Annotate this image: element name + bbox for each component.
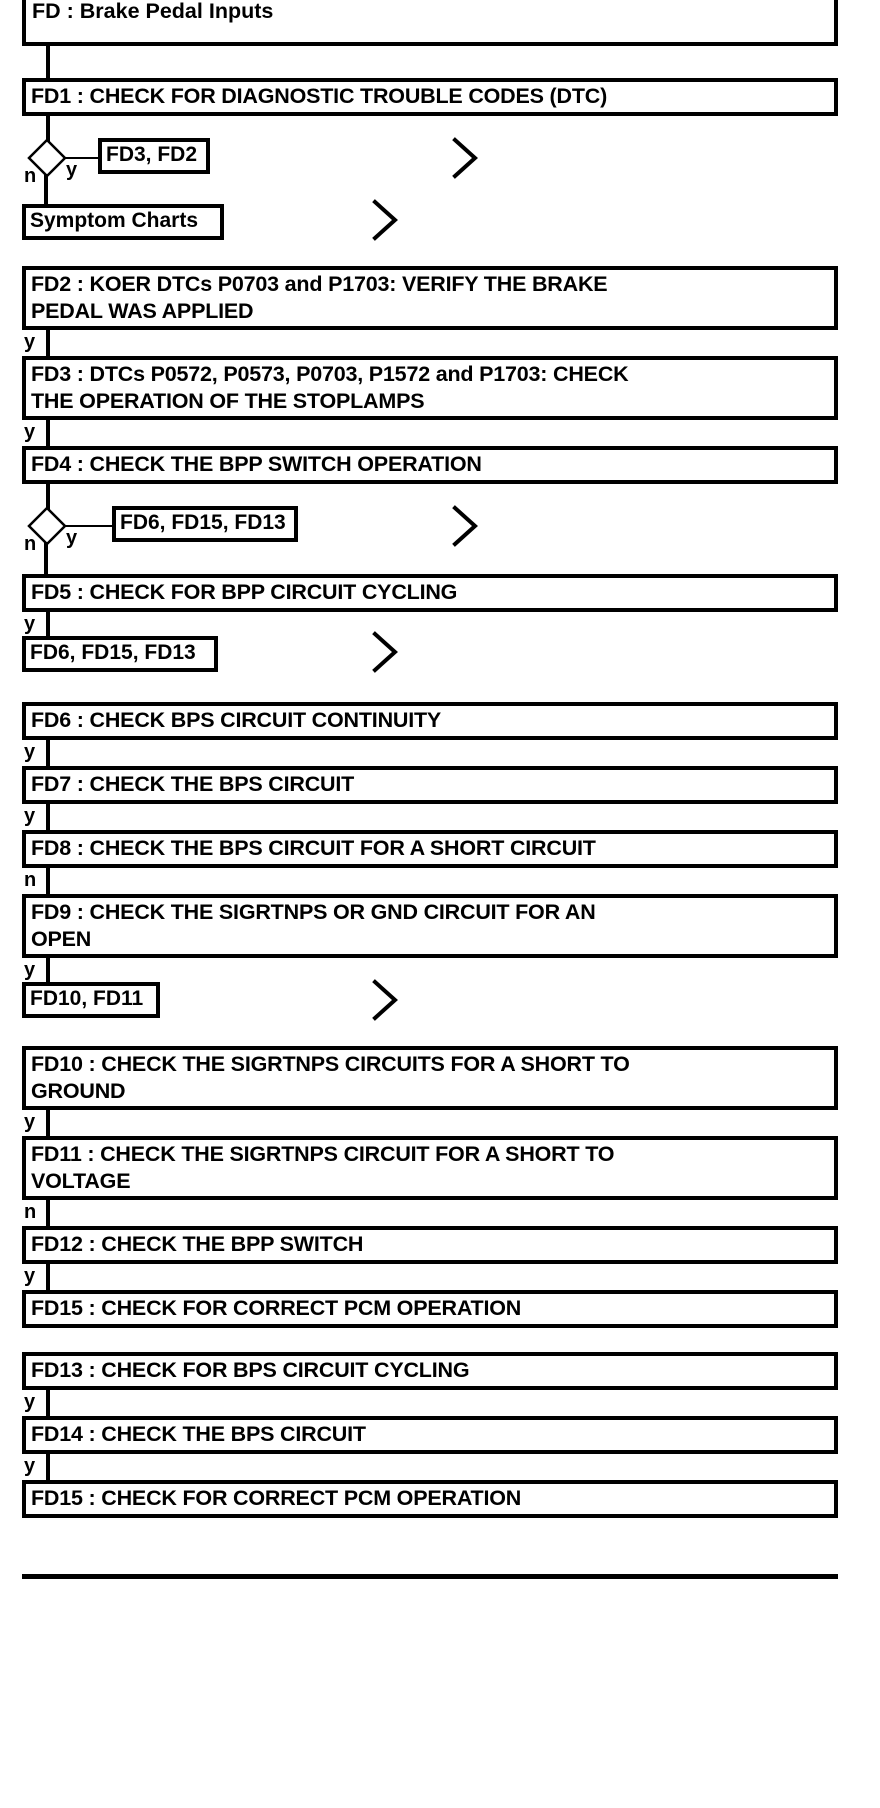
step-label-fd1: FD1 : CHECK FOR DIAGNOSTIC TROUBLE CODES… [31,84,608,108]
ref-label-fd10-fd11: FD10, FD11 [30,987,144,1010]
flow-line-fd4-decision2 [46,484,50,510]
ref-box-fd10-fd11[interactable]: FD10, FD11 [22,982,160,1018]
flow-line-decision1-symptom [44,174,48,232]
branch-label-fd1-n: n [24,165,37,187]
step-label-fd4: FD4 : CHECK THE BPP SWITCH OPERATION [31,452,482,476]
flow-line-decision2-ref [64,525,114,527]
step-box-fd12[interactable]: FD12 : CHECK THE BPP SWITCH [22,1226,838,1264]
step-label-fd2: FD2 : KOER DTCs P0703 and P1703: VERIFY … [31,272,608,323]
step-box-fd5[interactable]: FD5 : CHECK FOR BPP CIRCUIT CYCLING [22,574,838,612]
flow-line-fd6-fd7 [46,740,50,766]
step-label-fd3: FD3 : DTCs P0572, P0573, P0703, P1572 an… [31,362,629,413]
chevron-right-icon-3 [448,504,484,553]
step-box-fd7[interactable]: FD7 : CHECK THE BPS CIRCUIT [22,766,838,804]
flow-line-fd7-fd8 [46,804,50,830]
diagram-title-box: FD : Brake Pedal Inputs [22,0,838,46]
step-label-fd8: FD8 : CHECK THE BPS CIRCUIT FOR A SHORT … [31,836,596,860]
branch-label-fd2-y: y [24,331,36,353]
footer-divider [22,1574,838,1579]
chevron-right-icon-5 [368,978,404,1027]
step-box-fd4[interactable]: FD4 : CHECK THE BPP SWITCH OPERATION [22,446,838,484]
branch-label-fd3-y: y [24,421,36,443]
flow-line-title-fd1 [46,46,50,78]
step-label-fd7: FD7 : CHECK THE BPS CIRCUIT [31,772,355,796]
step-box-fd1[interactable]: FD1 : CHECK FOR DIAGNOSTIC TROUBLE CODES… [22,78,838,116]
step-label-fd14: FD14 : CHECK THE BPS CIRCUIT [31,1422,366,1446]
step-label-fd13: FD13 : CHECK FOR BPS CIRCUIT CYCLING [31,1358,470,1382]
step-box-fd15-a[interactable]: FD15 : CHECK FOR CORRECT PCM OPERATION [22,1290,838,1328]
step-box-fd11[interactable]: FD11 : CHECK THE SIGRTNPS CIRCUIT FOR A … [22,1136,838,1200]
flow-line-fd14-fd15b [46,1454,50,1480]
step-box-fd8[interactable]: FD8 : CHECK THE BPS CIRCUIT FOR A SHORT … [22,830,838,868]
ref-box-fd6-fd15-fd13-b[interactable]: FD6, FD15, FD13 [22,636,218,672]
step-box-fd6[interactable]: FD6 : CHECK BPS CIRCUIT CONTINUITY [22,702,838,740]
page-title: FD : Brake Pedal Inputs [32,0,274,23]
flow-line-decision2-fd5 [44,542,48,576]
step-label-fd10: FD10 : CHECK THE SIGRTNPS CIRCUITS FOR A… [31,1052,630,1103]
branch-label-fd11-n: n [24,1201,37,1223]
branch-label-fd6-y: y [24,741,36,763]
ref-label-symptom-charts: Symptom Charts [30,209,199,232]
step-box-fd13[interactable]: FD13 : CHECK FOR BPS CIRCUIT CYCLING [22,1352,838,1390]
flow-line-fd10-fd11 [46,1110,50,1136]
branch-label-fd4-n: n [24,533,37,555]
branch-label-fd10-y: y [24,1111,36,1133]
branch-label-fd4-y: y [66,527,78,549]
flow-line-fd13-fd14 [46,1390,50,1416]
step-box-fd2[interactable]: FD2 : KOER DTCs P0703 and P1703: VERIFY … [22,266,838,330]
flow-line-fd3-fd4 [46,420,50,446]
ref-box-symptom-charts[interactable]: Symptom Charts [22,204,224,240]
step-label-fd15-a: FD15 : CHECK FOR CORRECT PCM OPERATION [31,1296,522,1320]
branch-label-fd12-y: y [24,1265,36,1287]
branch-label-fd14-y: y [24,1455,36,1477]
step-box-fd10[interactable]: FD10 : CHECK THE SIGRTNPS CIRCUITS FOR A… [22,1046,838,1110]
ref-label-fd3-fd2: FD3, FD2 [106,143,198,166]
step-box-fd14[interactable]: FD14 : CHECK THE BPS CIRCUIT [22,1416,838,1454]
chevron-right-icon-4 [368,630,404,679]
branch-label-fd1-y: y [66,159,78,181]
ref-box-fd6-fd15-fd13-a[interactable]: FD6, FD15, FD13 [112,506,298,542]
branch-label-fd9-y: y [24,959,36,981]
step-label-fd15-b: FD15 : CHECK FOR CORRECT PCM OPERATION [31,1486,522,1510]
branch-label-fd7-y: y [24,805,36,827]
flow-line-fd8-fd9 [46,868,50,894]
branch-label-fd13-y: y [24,1391,36,1413]
flow-line-fd2-fd3 [46,330,50,356]
step-label-fd6: FD6 : CHECK BPS CIRCUIT CONTINUITY [31,708,442,732]
step-label-fd5: FD5 : CHECK FOR BPP CIRCUIT CYCLING [31,580,458,604]
step-label-fd11: FD11 : CHECK THE SIGRTNPS CIRCUIT FOR A … [31,1142,615,1193]
flow-line-fd5-ref [46,612,50,636]
step-box-fd9[interactable]: FD9 : CHECK THE SIGRTNPS OR GND CIRCUIT … [22,894,838,958]
ref-box-fd3-fd2[interactable]: FD3, FD2 [98,138,210,174]
flow-line-fd9-ref [46,958,50,982]
step-label-fd9: FD9 : CHECK THE SIGRTNPS OR GND CIRCUIT … [31,900,596,951]
chevron-right-icon-2 [368,198,404,247]
flow-line-fd1-decision1 [46,116,50,142]
chevron-right-icon-1 [448,136,484,185]
step-box-fd3[interactable]: FD3 : DTCs P0572, P0573, P0703, P1572 an… [22,356,838,420]
flow-line-fd12-fd15a [46,1264,50,1290]
flow-line-fd11-fd12 [46,1200,50,1226]
branch-label-fd5-y: y [24,613,36,635]
step-label-fd12: FD12 : CHECK THE BPP SWITCH [31,1232,364,1256]
ref-label-fd6-fd15-fd13-b: FD6, FD15, FD13 [30,641,196,664]
step-box-fd15-b[interactable]: FD15 : CHECK FOR CORRECT PCM OPERATION [22,1480,838,1518]
ref-label-fd6-fd15-fd13-a: FD6, FD15, FD13 [120,511,286,534]
branch-label-fd8-n: n [24,869,37,891]
flow-line-decision1-ref [64,157,100,159]
